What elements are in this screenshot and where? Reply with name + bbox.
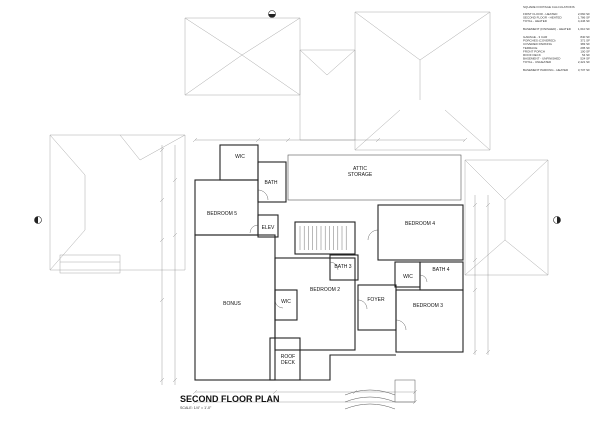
sqft-row-label: BASEMENT - UNFINISHED (523, 57, 561, 61)
sqft-row-label: TERRACE (523, 46, 537, 50)
sqft-row-value: 295 SF (580, 46, 590, 50)
sqft-row-value: 1,610 SF (578, 27, 590, 31)
room-elevator: ELEV (262, 225, 275, 231)
sqft-row-value: 54 SF (582, 53, 590, 57)
room-bath-3: BATH 3 (334, 264, 351, 270)
sqft-row-label: PORCHES (COVERED) (523, 39, 556, 43)
plan-title-block: SECOND FLOOR PLAN SCALE: 1/4" = 1'-0" (180, 394, 280, 410)
room-bath-4: BATH 4 (432, 267, 449, 273)
door-swings (249, 189, 428, 331)
room-wic-right: WIC (403, 274, 413, 280)
sqft-row-value: 100 SF (580, 49, 590, 53)
sqft-row-label: FIRST FLOOR - HEATED (523, 12, 558, 16)
sqft-row-label: TOTAL - UNHEATED (523, 60, 552, 64)
dimension-lines (159, 137, 491, 405)
sqft-row-label: BASEMENT PARKING - HEATED (523, 68, 569, 72)
room-deck: DECK (281, 360, 296, 366)
plan-scale: SCALE: 1/4" = 1'-0" (180, 406, 212, 410)
sqft-row-label: SECOND FLOOR - HEATED (523, 16, 562, 20)
stair (299, 226, 347, 250)
sqft-row-value: 524 SF (580, 57, 590, 61)
sqft-row-label: GARAGE - 3 CAR (523, 35, 548, 39)
sqft-row-value: 2,660 SF (578, 12, 590, 16)
section-marker-right (553, 216, 561, 224)
room-bedroom-2: BEDROOM 2 (310, 287, 340, 293)
room-bedroom-3: BEDROOM 3 (413, 303, 443, 309)
sqft-table: SQUARE FOOTAGE CALCULATIONS FIRST FLOOR … (523, 5, 590, 72)
sqft-row-label: ROOF DECK (523, 53, 541, 57)
plan-walls (194, 144, 464, 381)
sqft-heading: SQUARE FOOTAGE CALCULATIONS (523, 5, 575, 9)
exterior-steps (344, 379, 416, 410)
sqft-row-label: COVERED PARKING (523, 42, 553, 46)
room-storage: STORAGE (348, 172, 373, 178)
room-bedroom-4: BEDROOM 4 (405, 221, 435, 227)
sqft-row-label: BASEMENT (FINISHED) - HEATED (523, 27, 572, 31)
sqft-row-value: 4,446 SF (578, 19, 590, 23)
sqft-row-value: 3,737 SF (578, 68, 590, 72)
sqft-row-value: 840 SF (580, 35, 590, 39)
plan-title: SECOND FLOOR PLAN (180, 394, 280, 404)
room-foyer: FOYER (367, 297, 385, 303)
sqft-row-value: 1,786 SF (578, 16, 590, 20)
sqft-row-label: FRONT PORCH (523, 49, 545, 53)
sqft-row-value: 2,421 SF (578, 60, 590, 64)
room-bonus: BONUS (223, 301, 241, 307)
room-attic: ATTIC (353, 166, 367, 172)
sqft-row-value: 383 SF (580, 42, 590, 46)
room-bedroom-5: BEDROOM 5 (207, 211, 237, 217)
room-roof: ROOF (281, 354, 295, 360)
sqft-row-value: 371 SF (580, 39, 590, 43)
section-marker-left (34, 216, 42, 224)
section-marker-top (268, 10, 276, 18)
room-wic-mid: WIC (281, 299, 291, 305)
sqft-row-label: TOTAL - HEATED (523, 19, 548, 23)
room-bath-left: BATH (265, 180, 278, 186)
room-wic-top: WIC (235, 154, 245, 160)
roof-outlines (49, 11, 549, 276)
room-labels: WIC BATH ATTIC STORAGE BEDROOM 5 ELEV BE… (207, 154, 450, 366)
